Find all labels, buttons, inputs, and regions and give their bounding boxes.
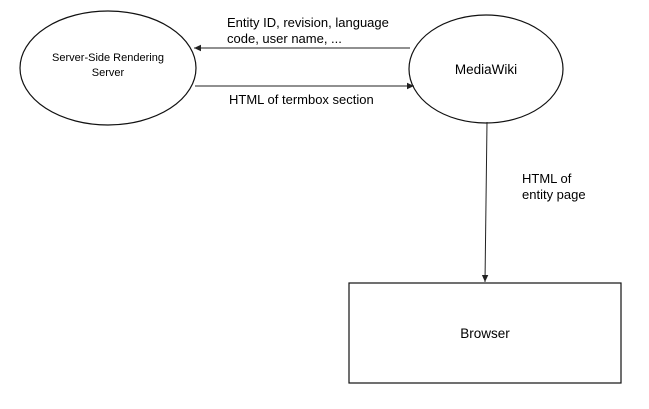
mediawiki-ellipse	[408, 14, 564, 124]
request-label-line2: code, user name, ...	[227, 31, 342, 46]
page-edge: HTML of entity page	[481, 121, 586, 283]
request-edge: Entity ID, revision, language code, user…	[194, 15, 410, 52]
ssr-server-node: Server-Side Rendering Server	[19, 10, 197, 126]
response-edge: HTML of termbox section	[195, 82, 414, 107]
ssr-server-label-line1: Server-Side Rendering	[52, 52, 164, 64]
browser-node: Browser	[348, 282, 622, 384]
page-label-line1: HTML of	[522, 171, 572, 186]
ssr-server-ellipse	[19, 10, 197, 126]
browser-label: Browser	[460, 326, 510, 341]
response-label: HTML of termbox section	[229, 92, 374, 107]
page-label-line2: entity page	[522, 187, 586, 202]
browser-box	[348, 282, 622, 384]
ssr-server-label-line2: Server	[92, 67, 125, 79]
page-arrow	[481, 121, 489, 283]
request-label-line1: Entity ID, revision, language	[227, 15, 389, 30]
mediawiki-node: MediaWiki	[408, 14, 564, 124]
mediawiki-label: MediaWiki	[455, 62, 517, 77]
